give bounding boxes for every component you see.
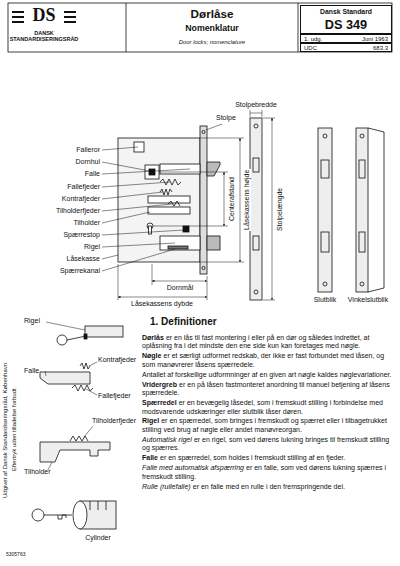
part-name: Spærrestop	[63, 231, 100, 239]
logo-text: DS	[32, 5, 55, 26]
part-name: Fallefjeder	[98, 392, 131, 400]
definition-text: er en falle med en rulle i den fremsprin…	[193, 483, 345, 490]
dimension-label: Låsekassens dybde	[131, 300, 193, 308]
dimension-label: Centerafstand	[228, 176, 236, 222]
publisher-note: Udgivet af Dansk Standardiseringsråd, Kø…	[2, 361, 9, 498]
definition-term: Spærredel	[142, 399, 177, 406]
part-name: Spærrekanal	[60, 267, 100, 275]
definition-term: Falle med automatisk afspærring	[142, 464, 244, 471]
part-name: Dornhul	[75, 158, 100, 166]
definition-paragraph: Falleer en spærredel, som holdes i frems…	[142, 454, 392, 462]
node-text: Dansk Standard	[301, 8, 391, 16]
node-text: UDC	[304, 45, 317, 52]
header-frame	[8, 3, 392, 52]
node-text: Nomenklatur	[128, 24, 296, 34]
leader-lines	[102, 124, 222, 271]
node-text: 1. udg.	[304, 36, 322, 43]
part-name: Slutblik	[314, 296, 337, 304]
node-text: Door locks; nomenclature	[128, 39, 296, 45]
part-name: Tilholderfjeder	[92, 417, 136, 425]
definition-paragraph: Dørlåser en lås til fast montering i ell…	[142, 334, 392, 351]
definition-text: er en på låsen fastmonteret anordning ti…	[142, 381, 390, 396]
definition-text: er en bevægelig låsedel, som i fremskudt…	[142, 399, 383, 414]
node-text: Dørlåse	[128, 8, 296, 21]
part-name: Kontrafjeder	[62, 195, 100, 203]
part-name: Tilholder	[73, 219, 100, 227]
definition-paragraph: Spærredeler en bevægelig låsedel, som i …	[142, 399, 392, 416]
definition-paragraph: Rigeler en spærredel, som bringes i frem…	[142, 417, 392, 434]
definition-term: Rigel	[142, 417, 159, 424]
part-name: Tilholderfjeder	[56, 207, 100, 215]
title-block: DørlåseNomenklaturDoor locks; nomenclatu…	[128, 5, 296, 50]
definition-term: Vridergreb	[142, 381, 177, 388]
strike-plates	[250, 118, 384, 300]
definition-paragraph: Vridergreber en på låsen fastmonteret an…	[142, 381, 392, 398]
definition-text: er en lås til fast montering i eller på …	[142, 334, 369, 349]
definition-term: Nøgle	[142, 352, 161, 359]
dimension-label: Låsekassens højde	[243, 169, 251, 231]
part-name: Kontrafjeder	[98, 356, 136, 364]
definition-term: Automatisk rigel	[142, 436, 192, 443]
definition-text: er et særligt udformet redskab, der ikke…	[142, 352, 384, 367]
part-name: Rigel	[84, 243, 100, 251]
definition-text: Antallet af forskellige udformninger af …	[142, 371, 391, 378]
print-number: 5305763	[6, 552, 25, 558]
definition-paragraph: Antallet af forskellige udformninger af …	[142, 371, 392, 379]
part-name: Stolpe	[216, 114, 236, 122]
definition-paragraph: Automatisk rigeler en rigel, som ved dør…	[142, 436, 392, 453]
dimension-lines	[118, 110, 275, 300]
part-name: Falle	[24, 367, 39, 375]
node-text: Juni 1963	[362, 36, 388, 43]
part-name: Låsekasse	[67, 255, 100, 263]
part-name: Falle	[85, 170, 100, 178]
definition-text: er en spærredel, som bringes i fremskudt…	[142, 417, 387, 432]
lock-body	[118, 126, 220, 274]
edition-box: 1. udg. Juni 1963	[300, 34, 392, 43]
node-text: DS 349	[301, 18, 391, 32]
dimension-label: Dornmål	[167, 284, 193, 292]
part-name: Falleror	[76, 146, 100, 154]
part-details	[32, 322, 123, 529]
definition-paragraph: Rulle (rullefalle)er en falle med en rul…	[142, 483, 392, 491]
standard-box: Dansk Standard DS 349	[300, 5, 392, 34]
definition-paragraph: Falle med automatisk afspærringer en fal…	[142, 464, 392, 481]
part-name: Cylinder	[85, 534, 111, 542]
definition-term: Dørlås	[142, 334, 164, 341]
organisation-name: DANSK STANDARDISERINGSRÅD	[4, 30, 84, 43]
section-heading: 1. Definitioner	[150, 316, 217, 328]
dimension-label: Stolpelængde	[276, 186, 284, 231]
udc-box: UDC 683.3	[300, 43, 392, 52]
part-name: Tilholder	[24, 468, 51, 476]
part-name: Fallefjeder	[67, 183, 100, 191]
node-text: 683.3	[373, 45, 388, 52]
part-name: Vinkelslutblik	[348, 296, 388, 304]
definition-text: er en spærredel, som holdes i fremskudt …	[160, 454, 345, 461]
dimension-label: Stolpebredde	[235, 101, 277, 109]
definition-paragraph: Nøgleer et særligt udformet redskab, der…	[142, 352, 392, 369]
definition-term: Falle	[142, 454, 158, 461]
definitions: Dørlåser en lås til fast montering i ell…	[142, 334, 392, 493]
publisher-note: Eftertryk uden tilladelse forbudt	[11, 388, 18, 473]
part-name: Rigel	[24, 317, 40, 325]
definition-term: Rulle (rullefalle)	[142, 483, 191, 490]
